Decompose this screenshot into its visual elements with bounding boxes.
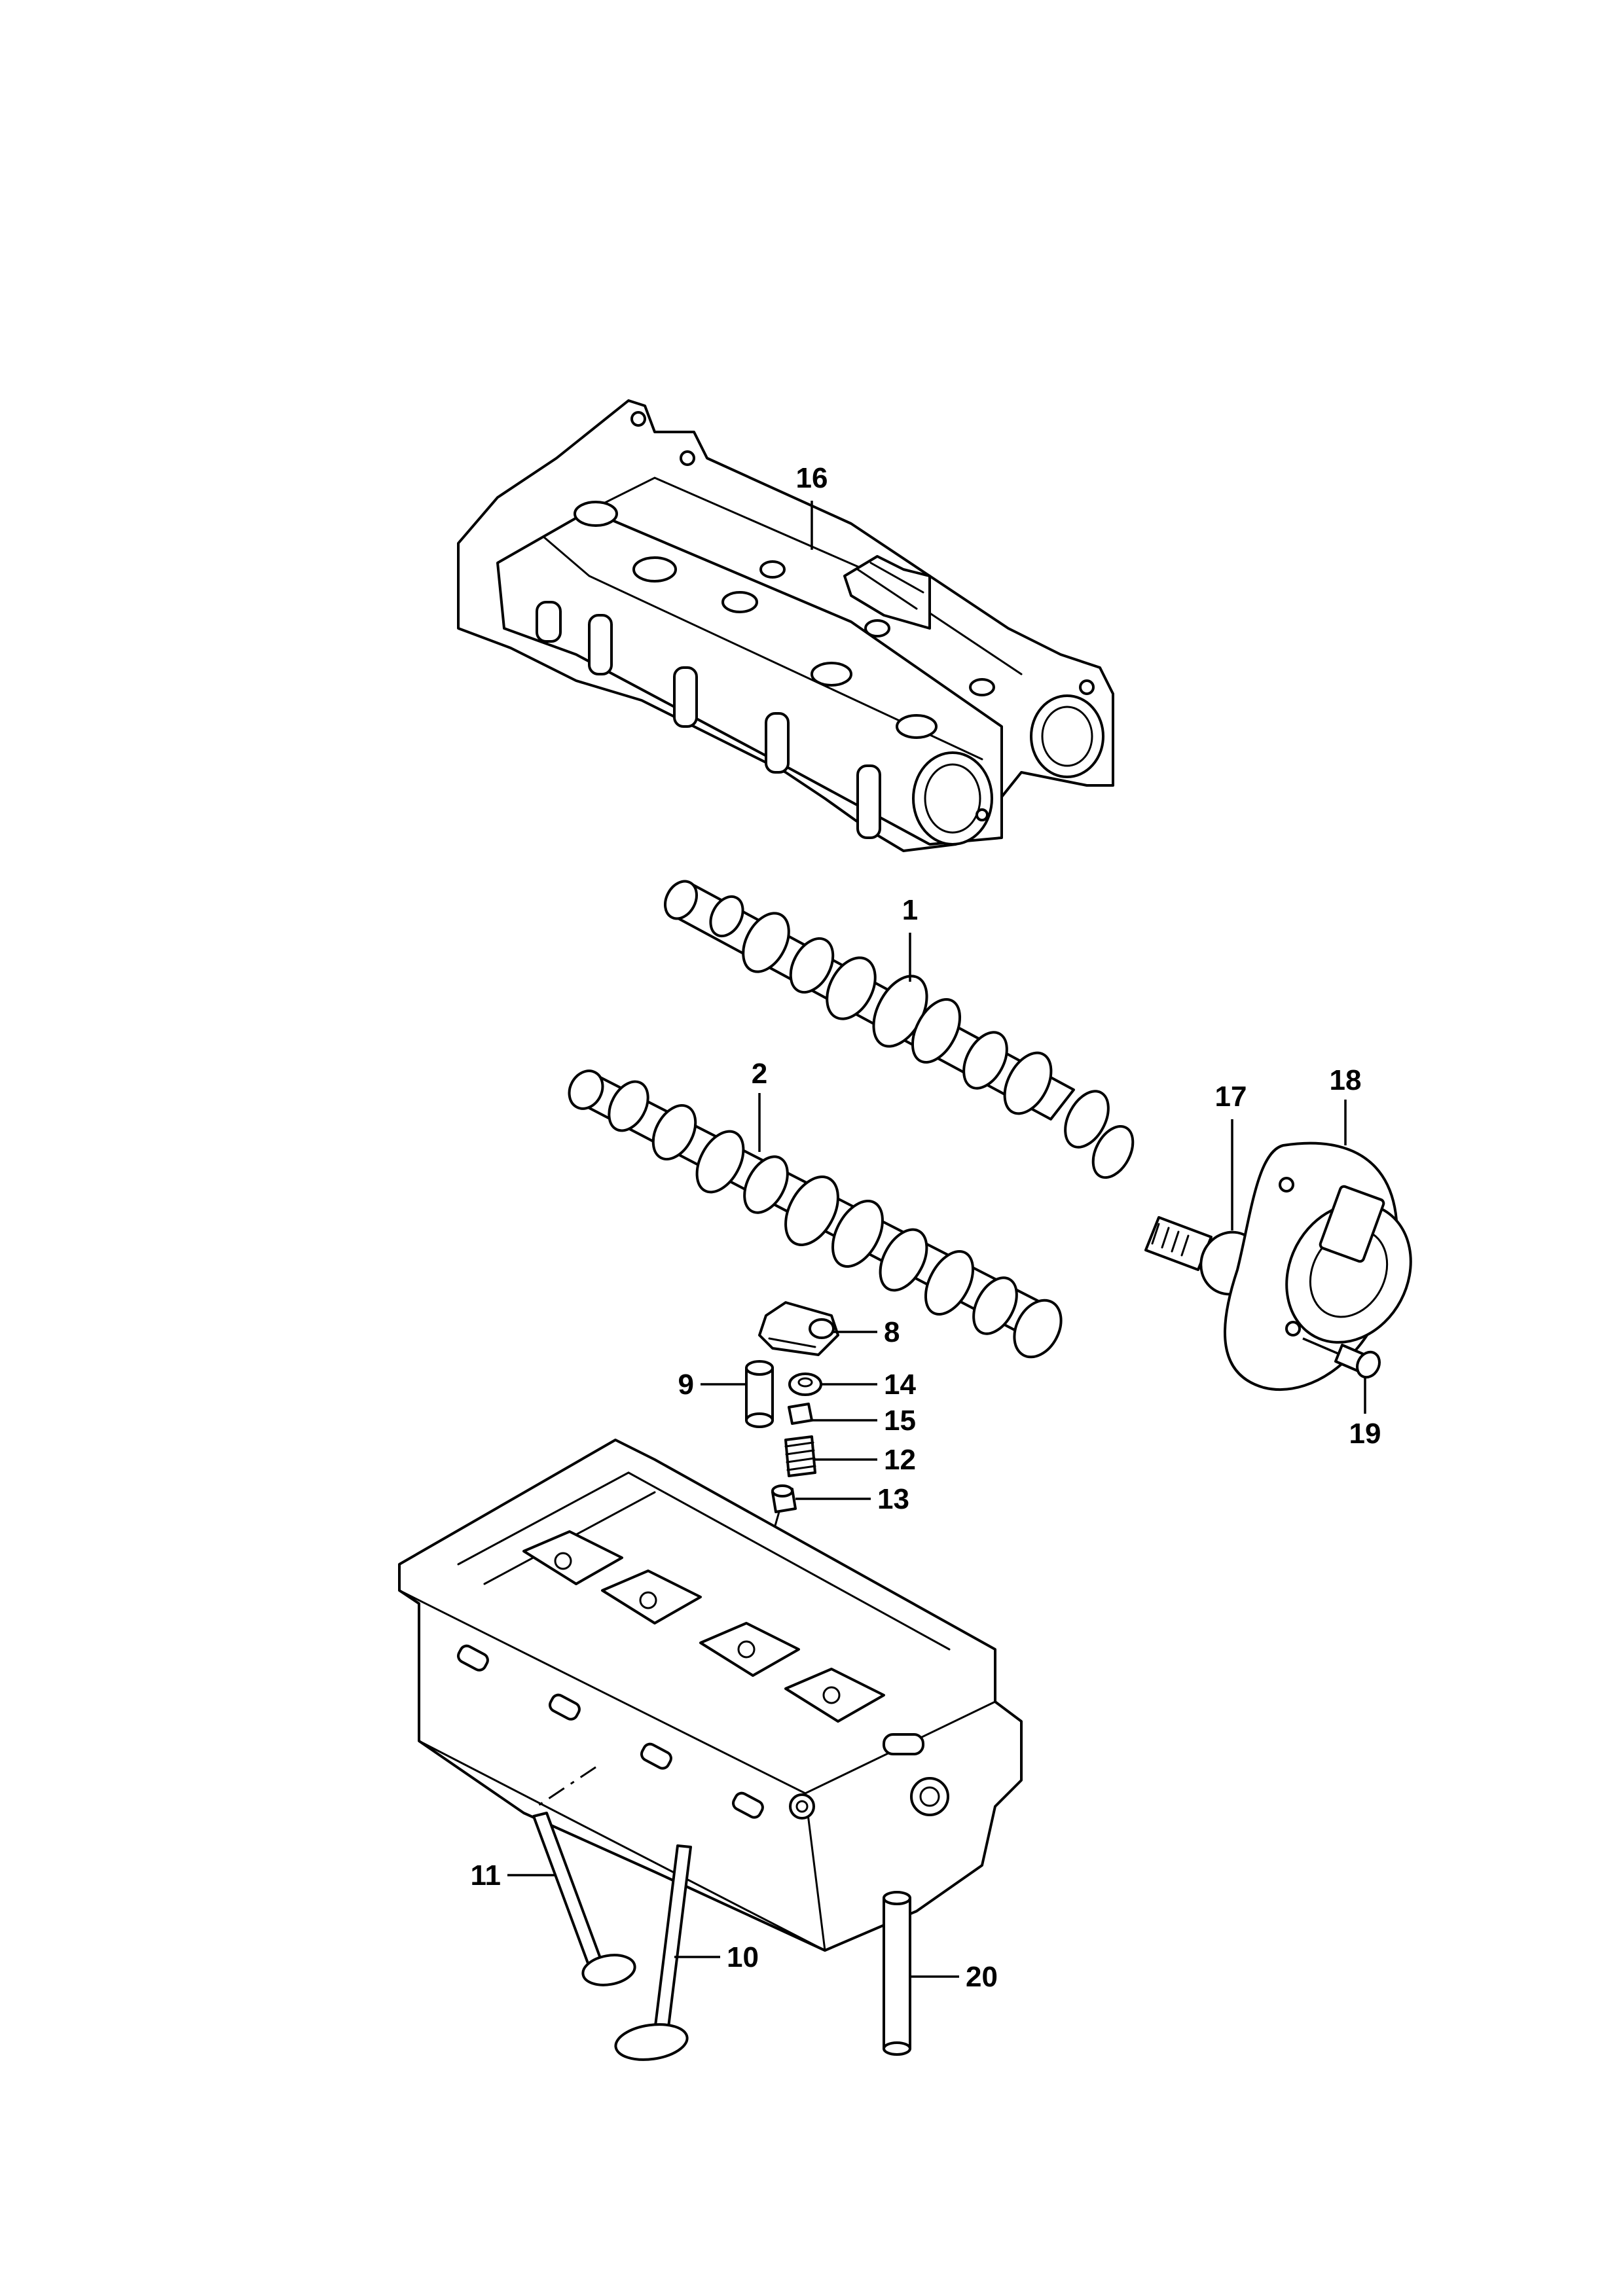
callout-17: 17 (1215, 1081, 1247, 1113)
callout-20: 20 (966, 1961, 998, 1993)
callout-2: 2 (752, 1058, 767, 1090)
callout-14: 15 (884, 1405, 916, 1437)
callout-18: 18 (1330, 1064, 1362, 1096)
callout-19: 19 (1349, 1418, 1381, 1450)
keeper-part-14 (788, 1403, 877, 1425)
hub-part-18 (1224, 1100, 1412, 1391)
spring-part-12 (784, 1435, 877, 1477)
retainer-part-13 (788, 1372, 877, 1396)
callout-12: 12 (884, 1444, 916, 1476)
valve-part-11 (507, 1812, 636, 1986)
valve-cover-part-16 (457, 399, 1114, 852)
cylinder-head (398, 1439, 1023, 1952)
callout-13: 14 (884, 1369, 916, 1401)
callout-8: 8 (884, 1316, 900, 1348)
rocker-arm-part-8 (758, 1301, 877, 1356)
camshaft-part-2 (568, 1069, 1063, 1359)
callout-16: 16 (796, 462, 828, 494)
dowel-pin-part-20 (883, 1891, 959, 2056)
lifter-part-9 (701, 1360, 774, 1428)
callout-1: 1 (902, 894, 918, 926)
camshaft-part-1 (664, 880, 1135, 1179)
callout-10: 10 (727, 1941, 759, 1973)
callout-15: 13 (877, 1483, 909, 1515)
valve-part-10 (614, 1844, 720, 2061)
callout-9: 9 (678, 1369, 694, 1401)
screw-part-19 (1302, 1337, 1381, 1414)
callout-11: 11 (470, 1859, 501, 1892)
